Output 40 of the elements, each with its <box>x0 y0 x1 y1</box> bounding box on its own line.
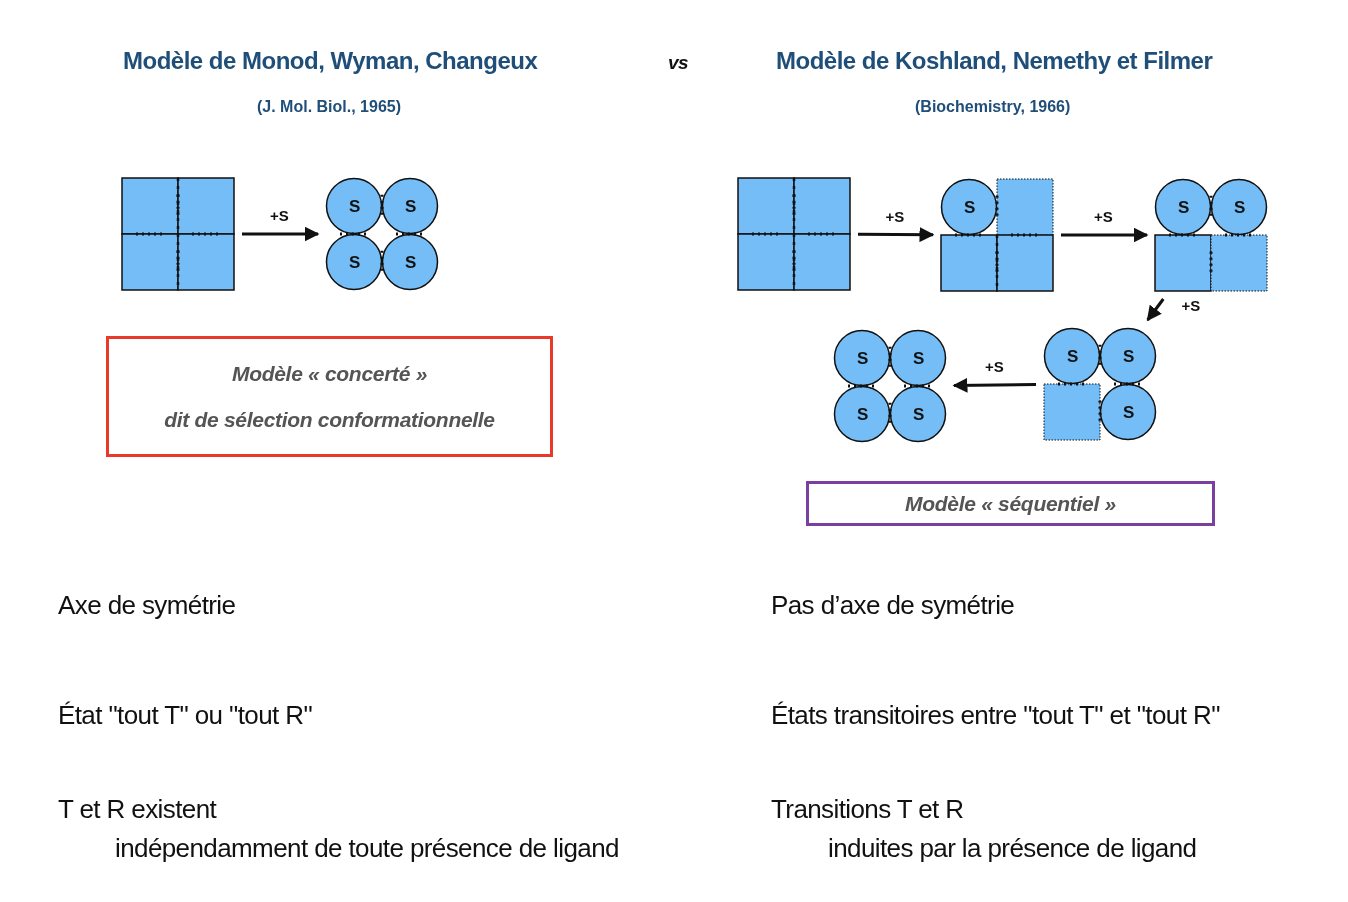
reference: (Biochemistry, 1966) <box>915 98 1071 116</box>
statement: Axe de symétrie <box>58 590 236 621</box>
arrow <box>952 377 1036 393</box>
subunit-label: S <box>405 254 417 272</box>
statement: Pas d’axe de symétrie <box>771 590 1015 621</box>
subunit-label: S <box>857 406 869 424</box>
statement: T et R existent indépendamment de toute présence de ligand <box>58 793 619 865</box>
statement: Transitions T et R induites par la présence de ligand <box>771 793 1197 865</box>
subunit-label: S <box>913 406 925 424</box>
heading: vs <box>668 52 689 74</box>
subunit-label: S <box>1067 348 1079 366</box>
edge-label: +S <box>885 207 905 225</box>
heading: Modèle de Monod, Wyman, Changeux <box>123 47 538 75</box>
arrow <box>1146 298 1165 322</box>
model-caption: dit de sélection conformationnelle <box>164 407 495 432</box>
subunit-label: S <box>405 198 417 216</box>
model-caption: Modèle « concerté » <box>231 361 427 386</box>
edge-label: +S <box>1094 208 1113 225</box>
arrow <box>242 226 320 242</box>
subunit-label: S <box>913 350 925 368</box>
subunit-label: S <box>1178 199 1190 217</box>
subunit-label: S <box>964 199 976 217</box>
edge-label: +S <box>1181 296 1201 314</box>
model-caption: Modèle « séquentiel » <box>905 491 1116 516</box>
arrow <box>858 227 935 243</box>
subunit-label: S <box>1123 348 1135 366</box>
subunit-label: S <box>1234 199 1246 217</box>
subunit-label: S <box>857 350 869 368</box>
subunit-label: S <box>349 254 361 272</box>
subunit-label: S <box>349 198 361 216</box>
reference: (J. Mol. Biol., 1965) <box>257 98 402 116</box>
heading: Modèle de Koshland, Nemethy et Filmer <box>776 47 1213 75</box>
statement: États transitoires entre "tout T" et "tout R" <box>771 700 1220 731</box>
edge-label: +S <box>985 358 1004 375</box>
subunit-label: S <box>1123 404 1135 422</box>
edge-label: +S <box>270 207 289 224</box>
statement: État "tout T" ou "tout R" <box>58 700 313 731</box>
arrow <box>1061 227 1149 243</box>
model-box <box>806 481 1215 526</box>
model-box <box>106 336 553 457</box>
